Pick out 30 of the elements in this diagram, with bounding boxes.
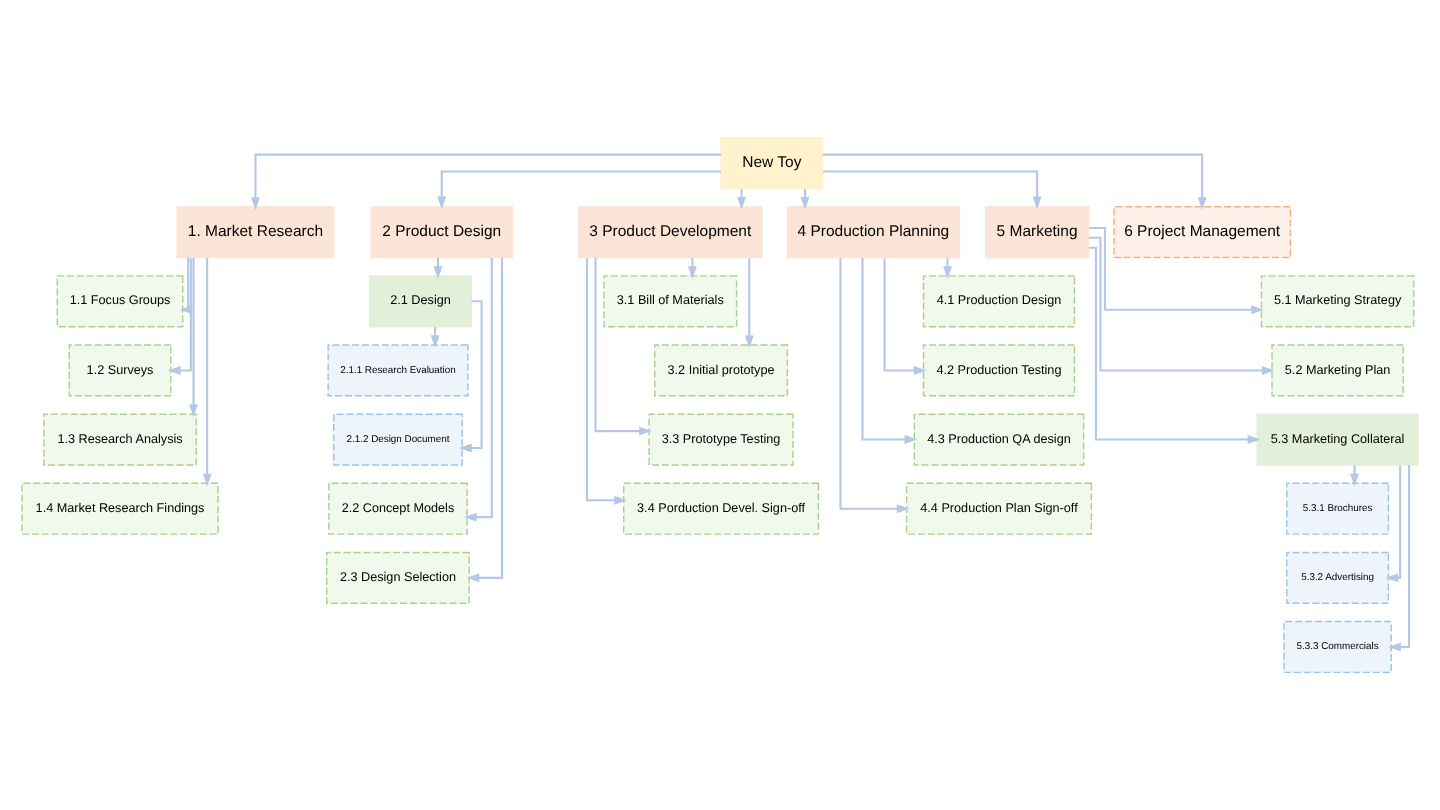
node-box: 2 Product Design	[370, 206, 513, 259]
node-box: 6 Project Management	[1113, 206, 1292, 259]
arrow	[744, 258, 754, 349]
node-box: 4 Production Planning	[786, 206, 961, 259]
arrow	[822, 153, 1207, 210]
arrow	[202, 257, 212, 487]
arrow	[861, 257, 918, 445]
arrow	[466, 257, 504, 583]
arrow	[823, 170, 1042, 210]
arrow	[437, 170, 721, 210]
node-box: 3 Product Development	[577, 206, 763, 259]
node-box: 1. Market Research	[176, 206, 335, 259]
arrow	[1089, 226, 1264, 315]
arrow	[251, 153, 721, 210]
arrow	[737, 188, 746, 210]
arrow	[943, 257, 952, 279]
arrow	[1385, 465, 1402, 583]
arrow	[1350, 465, 1359, 487]
arrow	[463, 257, 493, 522]
arrow	[883, 258, 927, 375]
arrow	[1088, 246, 1261, 445]
arrow	[585, 257, 627, 505]
arrow	[594, 257, 652, 436]
arrow	[189, 257, 198, 418]
node-box: 5 Marketing	[984, 206, 1090, 259]
arrow	[1388, 465, 1411, 652]
arrow	[458, 300, 483, 453]
arrow	[1088, 236, 1275, 375]
arrow	[839, 257, 910, 514]
node-box: New Toy	[720, 136, 824, 190]
